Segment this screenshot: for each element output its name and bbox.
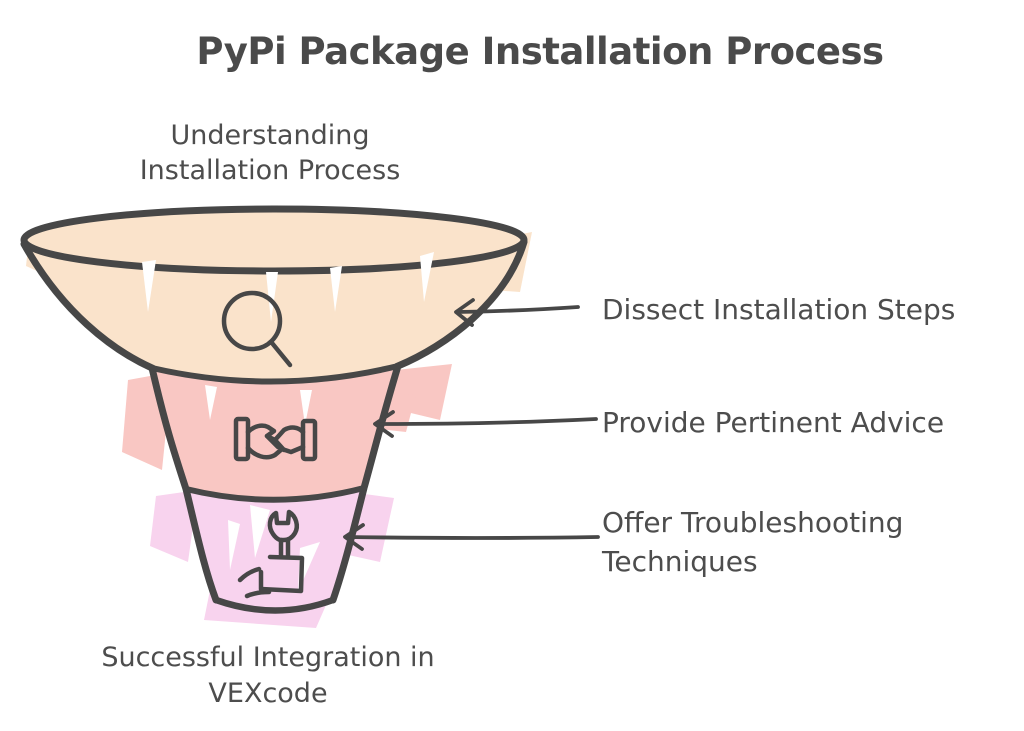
sketch-gap [205, 385, 217, 420]
handshake-hands-bottom [245, 444, 306, 460]
arrow-line [375, 417, 598, 426]
sketch-gap [266, 272, 278, 322]
funnel-divider-1 [149, 363, 401, 385]
sketch-gap [420, 252, 434, 302]
stage-label-offer-troubleshooting-techniques: Offer Troubleshooting Techniques [602, 506, 904, 578]
arrowhead-icon [454, 298, 475, 327]
funnel-top-label: Understanding Installation Process [139, 120, 401, 186]
funnel-bottom-edge [212, 596, 337, 614]
sketch-gap [142, 260, 156, 312]
fist-shape [258, 554, 305, 594]
wrench-hand-icon [237, 509, 305, 599]
connector-arrows [343, 298, 600, 551]
wrench-shaft [278, 537, 291, 560]
arm-line [244, 589, 272, 599]
handshake-left-sleeve [233, 416, 251, 462]
arrow-line [455, 305, 580, 314]
sketch-gap [250, 505, 270, 558]
handshake-right-sleeve [300, 418, 318, 462]
wrench-head [267, 509, 299, 543]
handshake-clasp [264, 433, 287, 453]
sketch-gap [228, 520, 240, 570]
patch-lightpink-left [150, 490, 198, 562]
connector-arrow-3 [343, 523, 600, 551]
magnifier-icon [221, 290, 293, 368]
sketch-gap [330, 266, 342, 312]
stage-label-provide-pertinent-advice: Provide Pertinent Advice [602, 406, 945, 439]
funnel-left-wall [20, 240, 220, 604]
arrowhead-icon [373, 410, 395, 438]
funnel-stage-3-shape [186, 488, 364, 610]
magnifier-lens [221, 290, 283, 352]
funnel-divider-2 [183, 485, 367, 503]
handshake-icon [233, 416, 318, 462]
stage-icons [221, 290, 318, 599]
page-title: PyPi Package Installation Process [196, 30, 884, 73]
funnel-rim [20, 205, 528, 275]
thumb-line [237, 566, 262, 583]
connector-arrow-1 [454, 298, 580, 327]
arrowhead-icon [343, 523, 365, 551]
funnel-bottom-label: Successful Integration in VEXcode [101, 642, 435, 709]
arrow-line [345, 535, 600, 540]
stage-label-dissect-installation-steps: Dissect Installation Steps [602, 293, 956, 326]
connector-arrow-2 [373, 410, 598, 438]
magnifier-handle [269, 340, 293, 368]
sketch-gap [300, 390, 312, 425]
